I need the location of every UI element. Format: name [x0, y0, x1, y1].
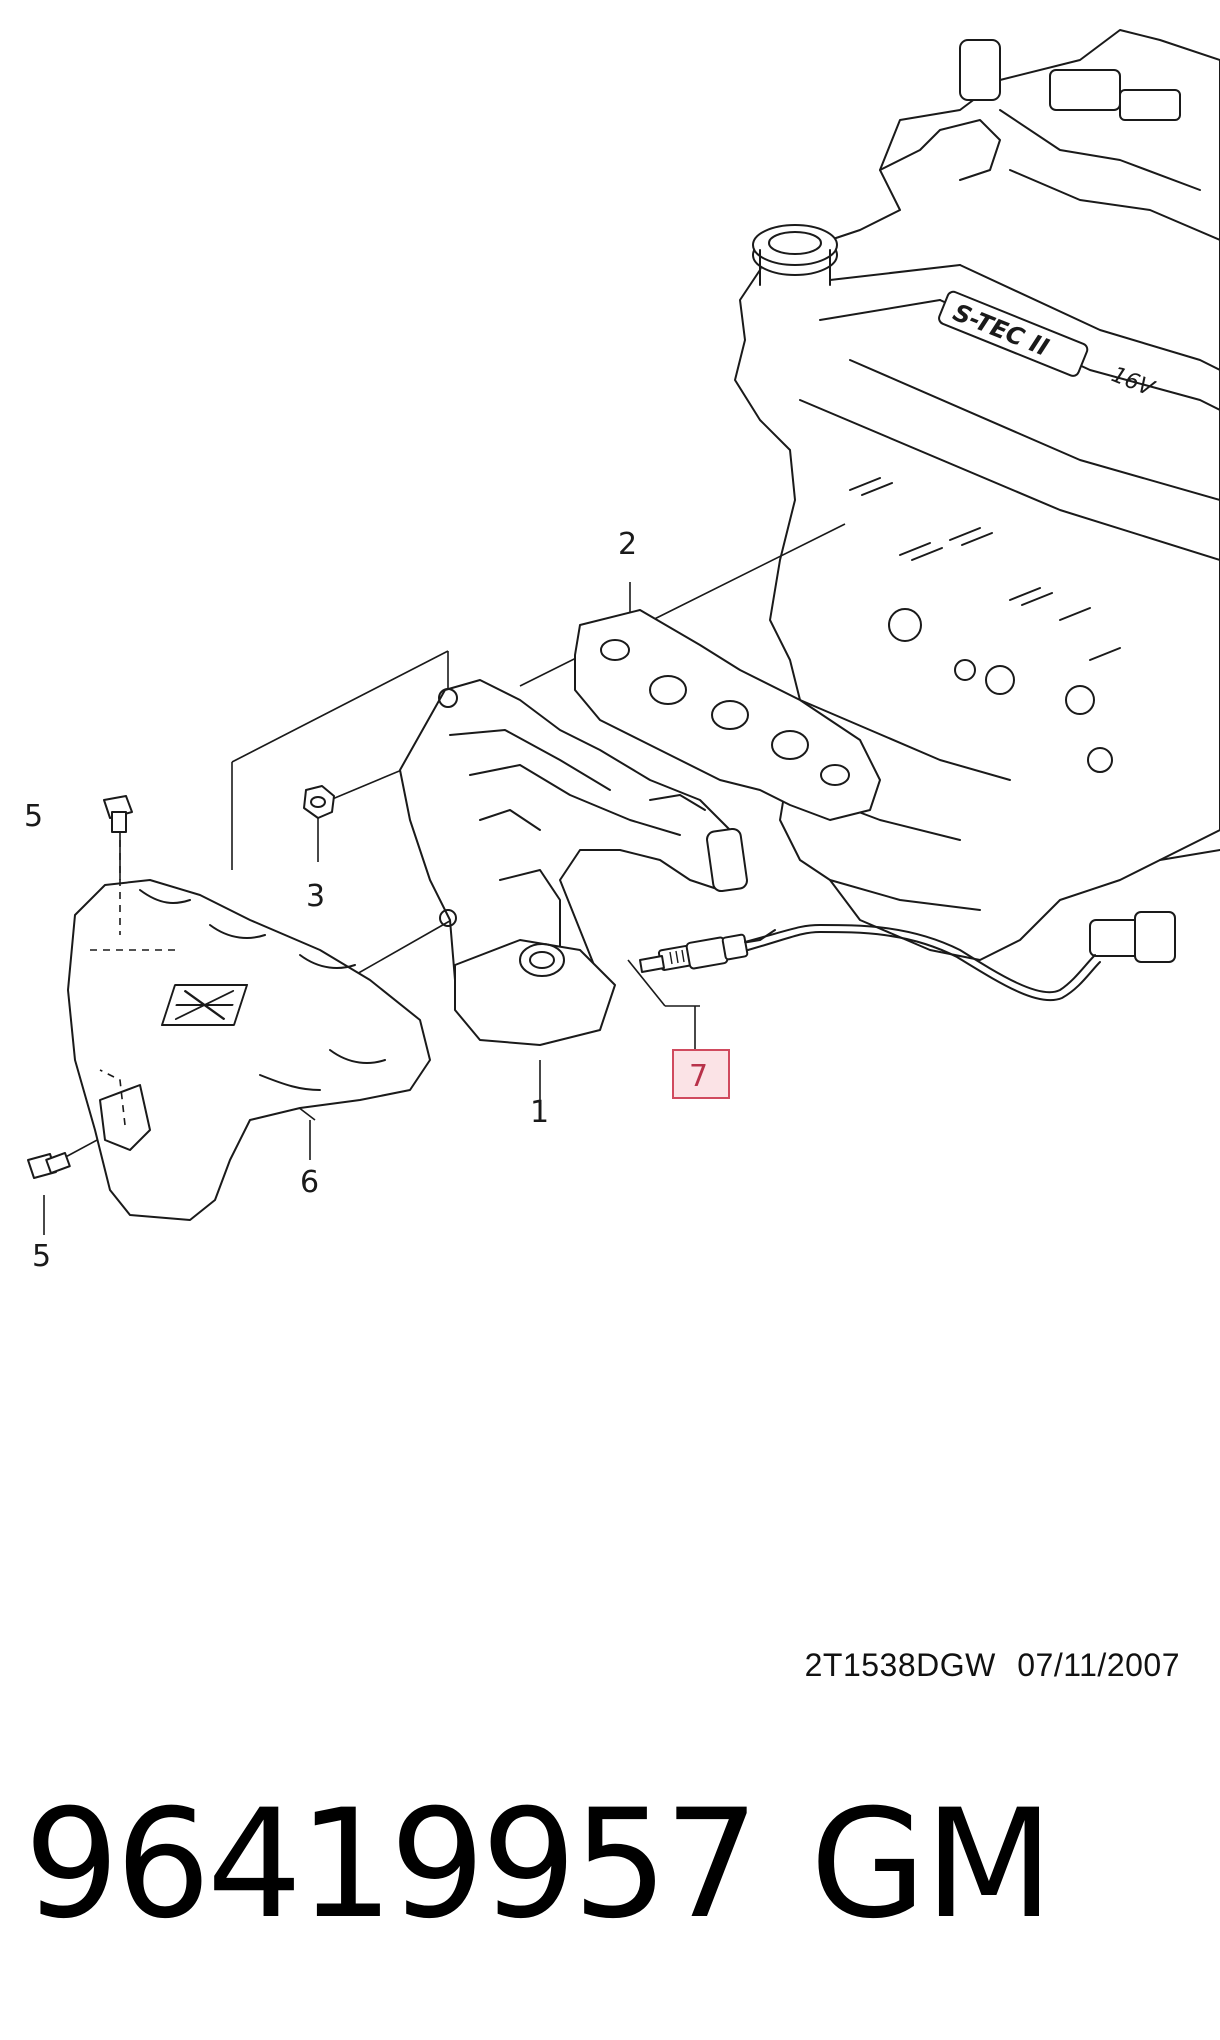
leader-lines: [43, 523, 846, 1235]
callout-7: 7: [689, 1059, 708, 1094]
brand-name: GM: [810, 1778, 1054, 1952]
callout-6: 6: [300, 1165, 319, 1200]
sensor-connector: [1089, 919, 1141, 957]
oil-filler-cap: [752, 224, 838, 286]
exhaust-gasket: [574, 609, 881, 821]
exploded-parts-diagram: S-TEC II 16V: [24, 29, 1220, 1274]
callout-3: 3: [306, 879, 325, 914]
callout-7-highlight[interactable]: 7: [672, 1049, 730, 1099]
heat-shield: [67, 840, 431, 1221]
callout-5-top: 5: [24, 799, 43, 834]
nut-part-3: [303, 785, 335, 819]
heat-shield-logo: [160, 984, 249, 1026]
drawing-code: 2T1538DGW 07/11/2007: [804, 1647, 1180, 1683]
bolt-part-5-top: [103, 795, 133, 833]
exhaust-manifold: [399, 679, 748, 1046]
part-number: 96419957: [24, 1778, 759, 1952]
head-studs: [849, 477, 1121, 661]
highlight-box: [672, 1049, 730, 1099]
callout-2: 2: [618, 527, 637, 562]
oxygen-sensor: [639, 924, 1101, 1002]
callout-1: 1: [530, 1095, 549, 1130]
bolt-part-5-bottom: [27, 1152, 71, 1179]
callout-5-bottom: 5: [32, 1239, 51, 1274]
engine-block: S-TEC II 16V: [734, 29, 1220, 963]
callout-labels: 2 3 5 5 6 1 7: [24, 527, 730, 1274]
